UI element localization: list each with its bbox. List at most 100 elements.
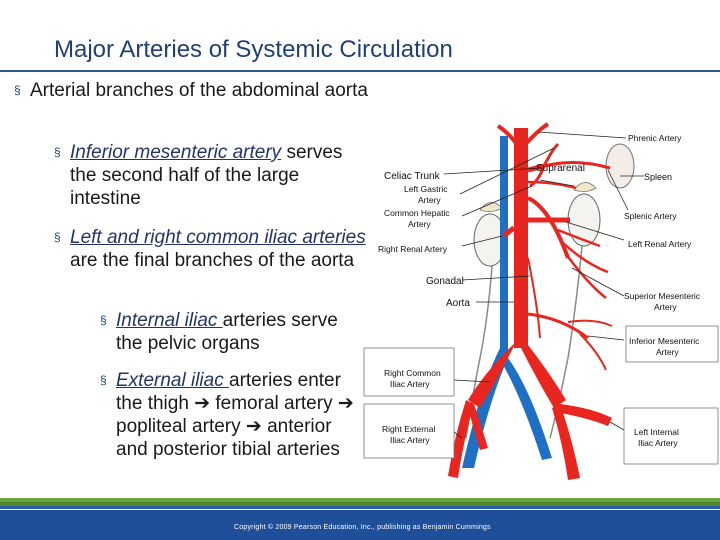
leader-line xyxy=(607,169,629,211)
bullet-text: femoral artery xyxy=(210,393,338,414)
bullet-text: popliteal artery xyxy=(116,416,246,437)
bullet-abdominal-aorta: § Arterial branches of the abdominal aor… xyxy=(14,79,370,102)
spleen-icon xyxy=(605,143,635,189)
label-splenic-artery: Splenic Artery xyxy=(624,211,677,221)
slide-title: Major Arteries of Systemic Circulation xyxy=(54,36,453,63)
inferior-mesenteric-artery xyxy=(527,312,589,340)
bullet-text: arteries serve the pelvic organs xyxy=(116,310,338,354)
label-gonadal: Gonadal xyxy=(426,276,464,287)
superior-mesenteric-artery xyxy=(527,196,570,259)
bullet-mark: § xyxy=(54,230,61,244)
label-celiac-trunk: Celiac Trunk xyxy=(384,171,441,182)
inferior-mesenteric-branch xyxy=(567,319,613,327)
copyright-text: Copyright © 2009 Pearson Education, Inc.… xyxy=(234,524,491,531)
label-left-gastric: Left Gastric xyxy=(404,184,448,194)
left-kidney-icon xyxy=(567,193,601,247)
leader-line xyxy=(453,379,491,383)
label-left-internal-iliac: Left Internal xyxy=(634,427,679,437)
accent-bar xyxy=(0,498,720,502)
bullet-mark: § xyxy=(54,145,61,159)
accent-bar xyxy=(0,502,720,506)
bullet-text: are the final branches of the aorta xyxy=(70,250,355,271)
bullet-text: anterior and posterior tibial arteries xyxy=(116,416,340,460)
leader-line xyxy=(537,131,627,139)
abdominal-aorta xyxy=(514,128,528,348)
callout-box-inferior-mesenteric xyxy=(625,325,719,363)
arrow-icon: ➔ xyxy=(337,393,354,414)
leader-line xyxy=(571,267,625,297)
label-right-external-iliac: Iliac Artery xyxy=(390,435,430,445)
superior-mesenteric-branch xyxy=(561,241,609,274)
label-right-common-iliac: Iliac Artery xyxy=(390,379,430,389)
bullet-mark: § xyxy=(100,373,107,387)
label-right-renal-artery: Right Renal Artery xyxy=(378,244,448,254)
accent-bar xyxy=(0,506,720,509)
label-superior-mesenteric: Artery xyxy=(654,302,677,312)
leader-line xyxy=(539,179,575,187)
callout-box-right-external-iliac xyxy=(363,403,455,459)
label-right-external-iliac: Right External xyxy=(382,424,435,434)
label-right-common-iliac: Right Common xyxy=(384,368,441,378)
bullet-external-iliac: § External iliac arteries enter the thig… xyxy=(100,369,366,461)
phrenic-artery xyxy=(496,124,522,150)
bullet-text: serves the second half of the large inte… xyxy=(70,142,343,209)
superior-mesenteric-branch xyxy=(564,253,607,299)
arrow-icon: ➔ xyxy=(194,393,211,414)
leader-line xyxy=(459,147,555,195)
common-hepatic-artery xyxy=(529,165,546,188)
splenic-artery xyxy=(543,160,611,170)
internal-iliac-link[interactable]: Internal iliac xyxy=(116,310,223,331)
leader-line xyxy=(461,235,503,247)
left-gastric-artery xyxy=(542,142,560,167)
leader-line xyxy=(453,431,463,439)
callout-box-right-common-iliac xyxy=(363,347,455,397)
inferior-mesenteric-link[interactable]: Inferior mesenteric artery xyxy=(70,142,282,163)
label-superior-mesenteric: Superior Mesenteric xyxy=(624,291,701,301)
right-external-iliac-artery xyxy=(448,400,474,478)
common-iliac-link[interactable]: Left and right common iliac arteries xyxy=(70,227,366,248)
footer-band xyxy=(0,510,720,540)
label-phrenic-artery: Phrenic Artery xyxy=(628,133,682,143)
bullet-internal-iliac: § Internal iliac arteries serve the pelv… xyxy=(100,309,366,355)
bullet-mark: § xyxy=(100,313,107,327)
left-common-iliac-vein xyxy=(502,358,552,460)
label-left-renal-artery: Left Renal Artery xyxy=(628,239,692,249)
suprarenal-artery xyxy=(527,180,577,190)
label-common-hepatic: Artery xyxy=(408,219,431,229)
abdominal-arteries-diagram: Phrenic Artery Celiac Trunk Suprarenal S… xyxy=(363,122,719,480)
leader-line xyxy=(461,185,533,217)
superior-mesenteric-branch xyxy=(557,228,601,248)
leader-line xyxy=(443,167,543,175)
bullet-inferior-mesenteric: § Inferior mesenteric artery serves the … xyxy=(54,141,370,210)
footer-accent-bars xyxy=(0,498,720,509)
leader-line xyxy=(587,335,625,341)
label-suprarenal: Suprarenal xyxy=(536,163,585,174)
label-aorta: Aorta xyxy=(446,298,470,309)
gonadal-artery xyxy=(527,257,541,339)
left-external-iliac-artery xyxy=(552,404,580,480)
label-spleen: Spleen xyxy=(644,172,672,182)
title-divider xyxy=(0,70,720,72)
inferior-mesenteric-branch xyxy=(579,333,607,371)
label-left-gastric: Artery xyxy=(418,195,441,205)
arrow-icon: ➔ xyxy=(245,416,262,437)
label-inferior-mesenteric: Artery xyxy=(656,347,679,357)
external-iliac-link[interactable]: External iliac xyxy=(116,370,229,391)
leader-line xyxy=(609,421,625,431)
right-renal-artery xyxy=(502,225,516,238)
leader-line xyxy=(461,275,531,281)
callout-box-left-internal-iliac xyxy=(623,407,719,465)
bullet-text: arteries enter the thigh xyxy=(116,370,341,414)
leader-line xyxy=(565,221,625,241)
bullet-mark: § xyxy=(14,83,21,97)
label-inferior-mesenteric: Inferior Mesenteric xyxy=(629,336,700,346)
right-internal-iliac-artery xyxy=(468,404,488,450)
bullet-text: Arterial branches of the abdominal aorta xyxy=(30,80,368,101)
left-internal-iliac-artery xyxy=(556,404,612,426)
left-common-iliac-artery xyxy=(520,340,566,408)
label-left-internal-iliac: Iliac Artery xyxy=(638,438,678,448)
inferior-vena-cava xyxy=(462,136,508,468)
left-suprarenal-gland-icon xyxy=(573,182,597,192)
phrenic-artery xyxy=(520,122,550,150)
bullet-common-iliac: § Left and right common iliac arteries a… xyxy=(54,226,370,272)
